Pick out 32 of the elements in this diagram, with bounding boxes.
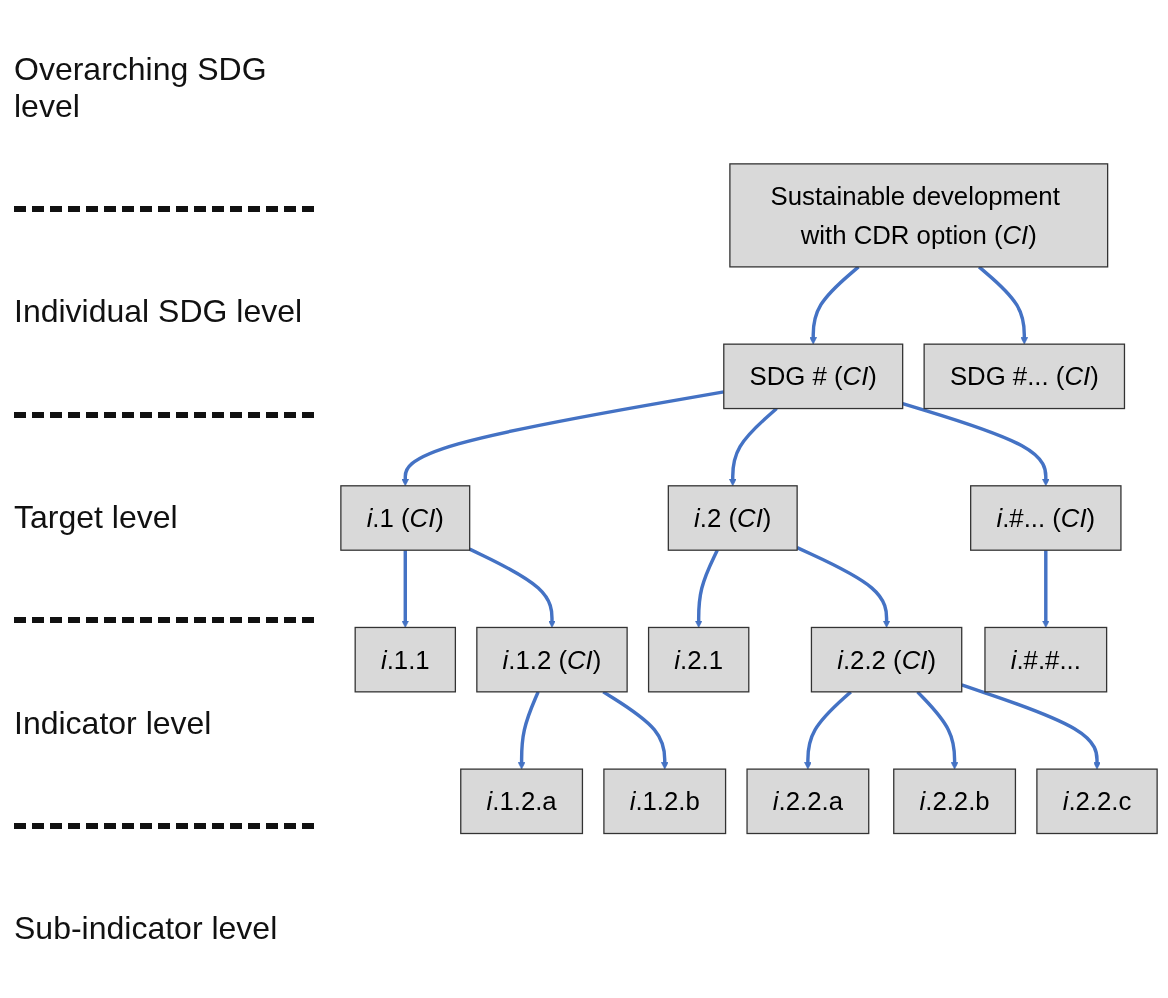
arrow xyxy=(401,550,410,629)
node-box xyxy=(1036,768,1158,835)
node-box xyxy=(667,485,798,552)
node-box xyxy=(647,627,750,693)
level-label: Individual SDG level xyxy=(14,293,304,331)
tree-diagram: Sustainable development with CDR option (CI) SDG # (CI) SDG #... (CI) i.1 (CI) i.2 (CI) i.#... (CI) i.1.1 i.1.2 (CI) i.2.1 i.2.2 (CI) i.#.#... i.1.2.a i.1.2.b i.2.2.a i.2.2.b i.2.2.c xyxy=(334,157,1164,841)
node-box xyxy=(923,343,1126,410)
node-box xyxy=(729,163,1109,268)
arrow xyxy=(902,402,1050,487)
node-box xyxy=(340,485,471,552)
arrow xyxy=(916,691,959,770)
node-box xyxy=(603,768,727,835)
arrow xyxy=(1042,550,1050,629)
node-box xyxy=(723,343,904,410)
arrow xyxy=(694,549,719,629)
node-box xyxy=(970,485,1122,552)
arrow xyxy=(961,683,1101,770)
level-label: Target level xyxy=(14,498,179,536)
level-label: Indicator level xyxy=(14,704,213,742)
node-box xyxy=(810,627,963,693)
arrow xyxy=(796,546,891,629)
level-label: Sub-indicator level xyxy=(14,910,279,948)
node-box xyxy=(984,627,1108,693)
node-box xyxy=(476,627,628,693)
node-box xyxy=(354,627,457,693)
arrow xyxy=(728,407,778,487)
arrow xyxy=(517,691,540,770)
node-box xyxy=(460,768,584,835)
arrow xyxy=(468,547,556,629)
level-label: Overarching SDG level xyxy=(14,50,268,125)
node-box xyxy=(746,768,870,835)
node-box xyxy=(893,768,1017,835)
